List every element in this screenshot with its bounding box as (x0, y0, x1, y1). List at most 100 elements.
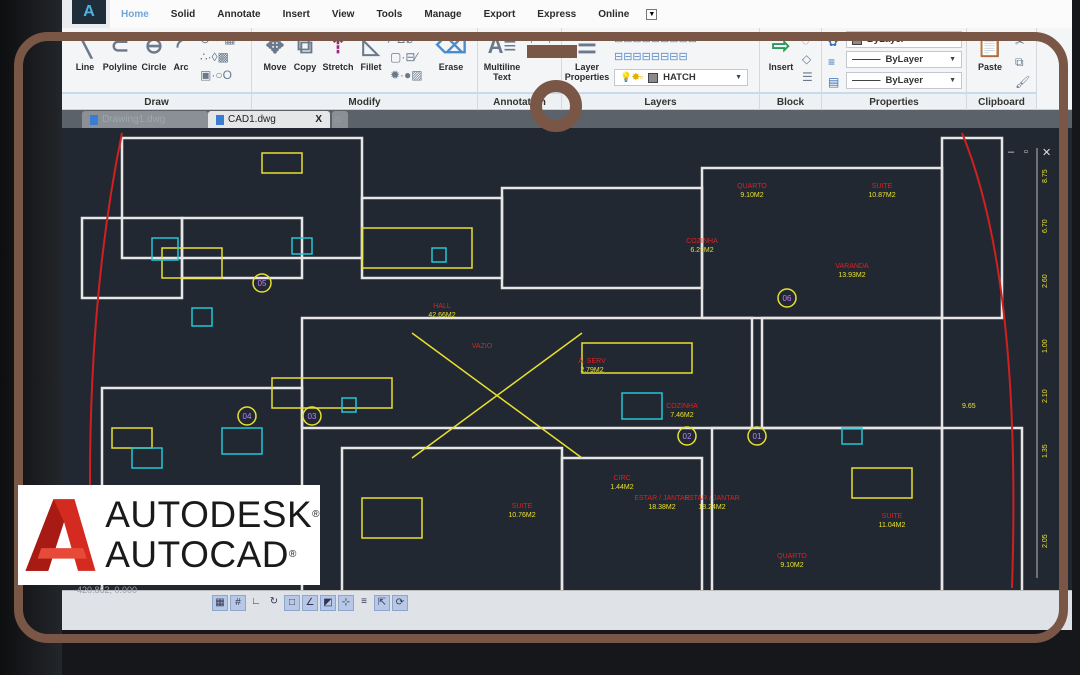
cut-copy-icons[interactable]: ✂⧉🖌 (1015, 35, 1031, 89)
wall (300, 316, 754, 430)
arc-icon: ◜ (176, 33, 186, 58)
color-dropdown[interactable]: ByLayer▼ (846, 31, 962, 48)
room-area: 9.10M2 (740, 192, 763, 199)
fixture (151, 237, 179, 261)
tab-view[interactable]: View (331, 8, 355, 20)
room-label: HALL (433, 303, 451, 310)
copy-tool[interactable]: ⧉Copy (290, 33, 320, 73)
layer-tool-icons-2[interactable]: ⊟⊟⊟⊟⊟⊟⊟⊟ (614, 51, 688, 63)
unit-tag: 01 (753, 432, 762, 441)
fixture (221, 427, 263, 455)
unit-tag-circle (777, 288, 797, 308)
wall (80, 216, 184, 300)
model-space-toggle[interactable]: ▦ (212, 595, 228, 611)
grid-toggle[interactable]: # (230, 595, 246, 611)
trim-icons[interactable]: ⁄·⊿⌀ (390, 32, 414, 46)
fixture (191, 307, 213, 327)
furniture (271, 377, 393, 409)
restore-viewport-icon[interactable]: ▫ (1024, 146, 1028, 158)
dwg-file-icon (90, 114, 98, 125)
polyline-tool[interactable]: ⊂Polyline (100, 34, 140, 73)
stretch-tool[interactable]: ⇡Stretch (320, 34, 356, 73)
osnap-toggle[interactable]: □ (284, 595, 300, 611)
otrack-toggle[interactable]: ∠ (302, 595, 318, 611)
multiline-text-tool[interactable]: A≡Multiline Text (480, 34, 524, 83)
room-label: SUITE (872, 183, 893, 190)
tab-export[interactable]: Export (483, 8, 516, 20)
tab-tools[interactable]: Tools (376, 8, 403, 20)
annotation-monitor-toggle[interactable]: ⟳ (392, 595, 408, 611)
fixture (841, 427, 863, 445)
insert-block-button[interactable]: ⇨Insert (762, 33, 800, 73)
close-viewport-icon[interactable]: ✕ (1042, 147, 1052, 159)
room-label: VARANDA (835, 263, 869, 270)
dyn-toggle[interactable]: ◩ (320, 595, 336, 611)
application-menu-button[interactable]: A (72, 0, 106, 24)
paste-button[interactable]: 📋Paste (971, 34, 1009, 73)
explode-icons[interactable]: ✹·●▨ (390, 68, 423, 82)
ortho-toggle[interactable]: ∟ (251, 596, 261, 607)
tab-online[interactable]: Online (598, 8, 630, 20)
clipboard-panel-title: Clipboard (967, 92, 1036, 108)
circle-icon: ⊖ (144, 33, 164, 58)
move-tool[interactable]: ✥Move (260, 34, 290, 73)
furniture (161, 247, 223, 279)
lineweight-dropdown[interactable]: ———ByLayer▼ (846, 72, 962, 89)
draw-extra-icons[interactable]: ⊙·∾▦ (200, 32, 236, 46)
fillet-tool[interactable]: ◺Fillet (356, 34, 386, 73)
ribbon-options-dropdown[interactable]: ▼ (646, 8, 658, 20)
dimension-icon[interactable]: ⊢⊣· (530, 32, 555, 46)
transparency-toggle[interactable]: ≡ (361, 596, 367, 607)
layer-tool-icons[interactable]: ⊟⊟⊟⊟⊟⊟⊟⊟⊟ (614, 33, 697, 45)
unit-tag-circle (237, 406, 257, 426)
room-label: COZINHA (686, 238, 718, 245)
room-area: 1.44M2 (610, 484, 633, 491)
insert-icon: ⇨ (771, 33, 791, 58)
room-area: 18.38M2 (648, 504, 675, 511)
selection-cycling-toggle[interactable]: ⇱ (374, 595, 390, 611)
dimension-label: 1.35 (1042, 444, 1049, 458)
polar-toggle[interactable]: ↻ (269, 596, 279, 607)
furniture (361, 227, 473, 269)
region-icons[interactable]: ▣·○O (200, 68, 232, 82)
layers-panel: ☰Layer Properties ⊟⊟⊟⊟⊟⊟⊟⊟⊟ ⊟⊟⊟⊟⊟⊟⊟⊟ 💡✸▫… (562, 28, 760, 110)
chevron-down-icon: ▼ (735, 74, 742, 81)
tab-solid[interactable]: Solid (170, 8, 196, 20)
unit-tag: 05 (258, 279, 267, 288)
room-label: ESTAR / JANTAR (684, 495, 739, 502)
new-tab-button[interactable]: ⌂ (332, 111, 348, 128)
room-label: QUARTO (777, 553, 807, 560)
tab-insert[interactable]: Insert (282, 8, 310, 20)
room-area: 2.79M2 (580, 367, 603, 374)
dimension-label: 2.60 (1042, 274, 1049, 288)
lineweight-toggle[interactable]: ⊹ (338, 595, 354, 611)
wall (760, 316, 944, 430)
file-tab-drawing1[interactable]: Drawing1.dwg (82, 111, 208, 128)
copy-icon: ⧉ (297, 33, 313, 58)
layer-dropdown[interactable]: 💡✸▫HATCH▼ (614, 69, 748, 86)
arc-tool[interactable]: ◜Arc (168, 33, 194, 73)
hatch-icons[interactable]: ∴·◊▩ (200, 50, 229, 64)
erase-tool[interactable]: ⌫Erase (436, 33, 468, 73)
close-tab-icon[interactable]: X (315, 114, 322, 125)
tab-annotate[interactable]: Annotate (217, 8, 261, 20)
minimize-viewport-icon[interactable]: – (1008, 146, 1015, 158)
chevron-down-icon: ▼ (949, 56, 956, 63)
tab-home[interactable]: Home (121, 8, 149, 20)
tab-manage[interactable]: Manage (424, 8, 462, 20)
room-area: 6.29M2 (690, 247, 713, 254)
modify-panel-title: Modify (252, 92, 477, 108)
linetype-dropdown[interactable]: ———ByLayer▼ (846, 51, 962, 68)
wall (710, 426, 944, 600)
circle-tool[interactable]: ⊖Circle (138, 33, 170, 73)
layer-properties-button[interactable]: ☰Layer Properties (562, 34, 612, 83)
tab-express[interactable]: Express (537, 8, 577, 20)
room-area: 10.87M2 (868, 192, 895, 199)
offset-icons[interactable]: ▢·⊟⁄ (390, 50, 418, 64)
line-tool[interactable]: ╲Line (68, 34, 102, 73)
block-tool-icons[interactable]: ◌◇☰ (802, 34, 813, 84)
dimension-label: 6.70 (1042, 219, 1049, 233)
